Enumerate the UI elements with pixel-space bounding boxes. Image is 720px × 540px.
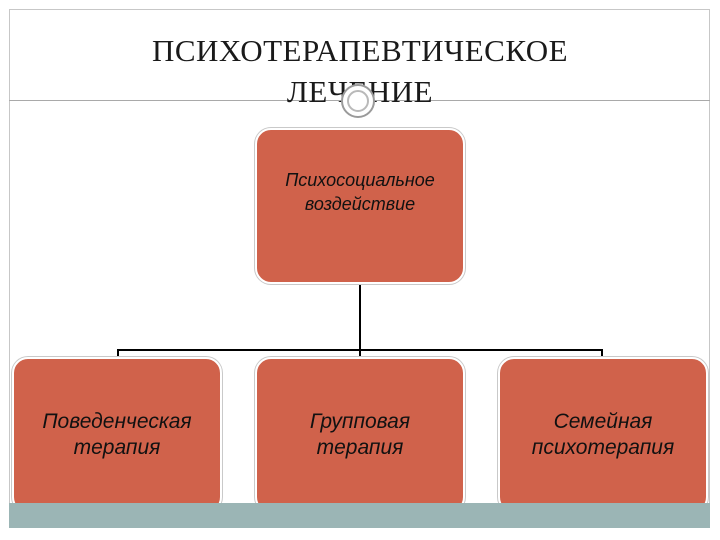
child-node-label-line-2: терапия <box>73 436 161 459</box>
child-node-label-line-1: Групповая <box>309 410 411 433</box>
child-node-label-line-2: терапия <box>316 436 404 459</box>
connector-middle-drop <box>359 349 361 359</box>
child-node-label-line-1: Поведенческая <box>42 410 192 433</box>
child-node-behavioral-therapy: Поведенческая терапия <box>12 357 222 513</box>
child-node-group-therapy: Групповая терапия <box>255 357 465 513</box>
child-node-label-line-1: Семейная <box>553 410 653 433</box>
root-node-label-line-2: воздействие <box>304 194 416 214</box>
root-node-label-line-1: Психосоциальное <box>285 170 435 190</box>
title-line-1: ПСИХОТЕРАПЕВТИЧЕСКОЕ <box>151 33 569 68</box>
connector-left-drop <box>117 349 119 359</box>
decorative-ring-icon <box>341 84 375 118</box>
root-node: Психосоциальное воздействие <box>255 128 465 284</box>
connector-root-down <box>359 284 361 350</box>
bottom-accent-band <box>9 503 710 528</box>
child-node-label-line-2: психотерапия <box>531 436 675 459</box>
slide-title: ПСИХОТЕРАПЕВТИЧЕСКОЕ ЛЕЧЕНИЕ <box>60 30 660 112</box>
child-node-family-psychotherapy: Семейная психотерапия <box>498 357 708 513</box>
connector-right-drop <box>601 349 603 359</box>
